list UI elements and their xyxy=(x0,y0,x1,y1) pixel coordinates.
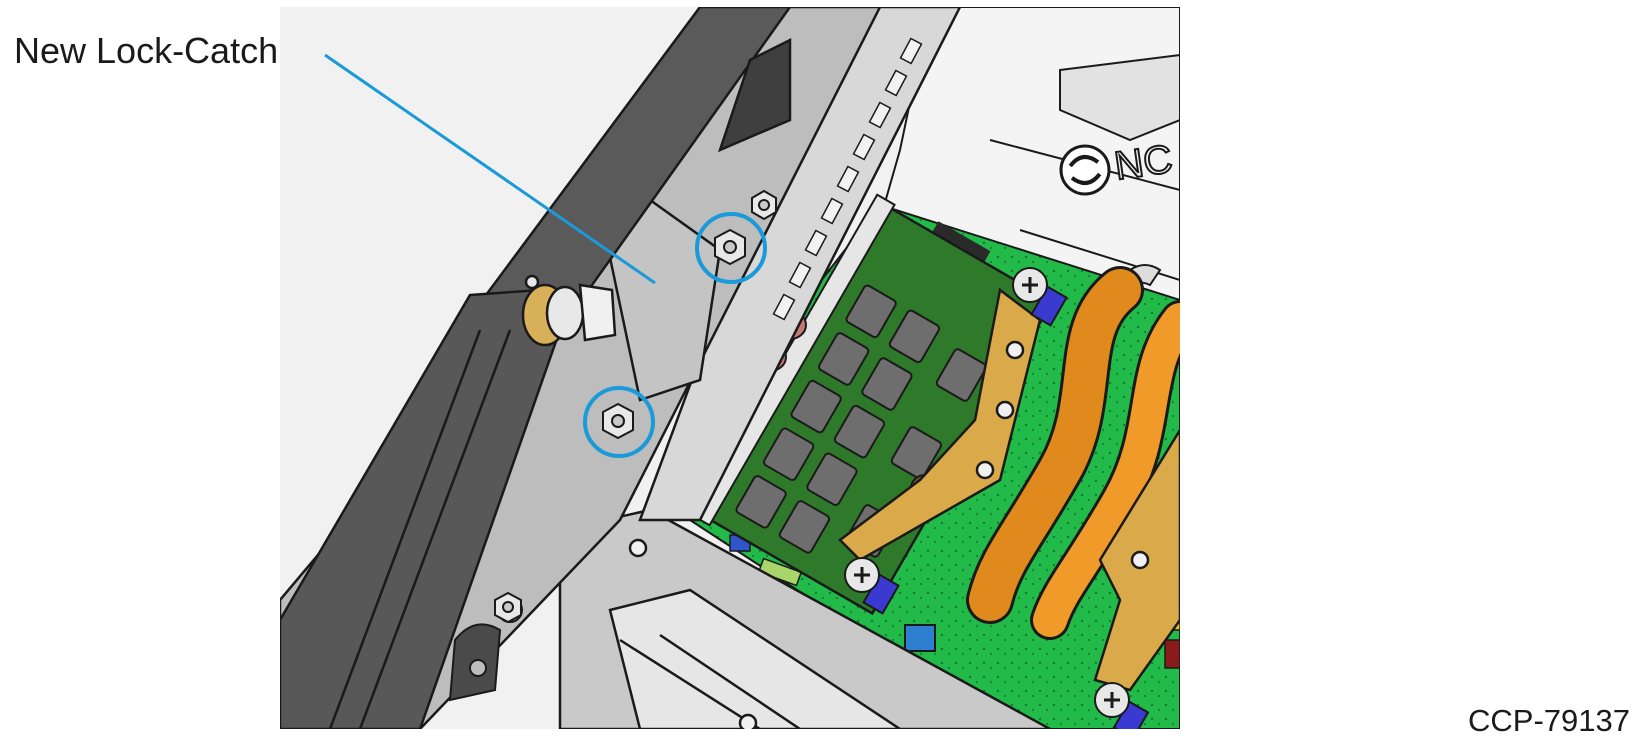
lock-catch-knob xyxy=(521,274,617,347)
heat-pipes xyxy=(966,266,1180,640)
ram-module xyxy=(690,193,1054,616)
brand-mark-text: NC xyxy=(1112,137,1175,189)
highlight-circle-upper xyxy=(695,212,767,284)
dark-bezel xyxy=(280,7,792,729)
highlight-circles xyxy=(583,212,767,458)
hex-nut-circled-lower xyxy=(602,402,634,440)
hex-nut-top xyxy=(751,189,777,221)
screw-top xyxy=(1012,267,1068,327)
callout-leader-line xyxy=(324,53,656,285)
figure-id: CCP-79137 xyxy=(1468,703,1630,738)
screw-bottom-left xyxy=(844,557,900,615)
highlight-circle-lower xyxy=(583,386,655,458)
callout-label-new-lock-catch: New Lock-Catch xyxy=(14,30,278,71)
vent-slots xyxy=(772,37,923,321)
illustration-area: NC xyxy=(280,7,1180,729)
hex-nut-circled-upper xyxy=(714,228,746,266)
heatsink-brackets xyxy=(838,287,1180,692)
brand-logo: NC xyxy=(1059,136,1176,196)
heatsink-screws xyxy=(844,267,1150,729)
ram-chips xyxy=(735,284,988,558)
hex-nut-bottom xyxy=(494,591,522,624)
hex-nuts xyxy=(494,189,777,624)
screw-bottom-right xyxy=(1094,682,1150,729)
